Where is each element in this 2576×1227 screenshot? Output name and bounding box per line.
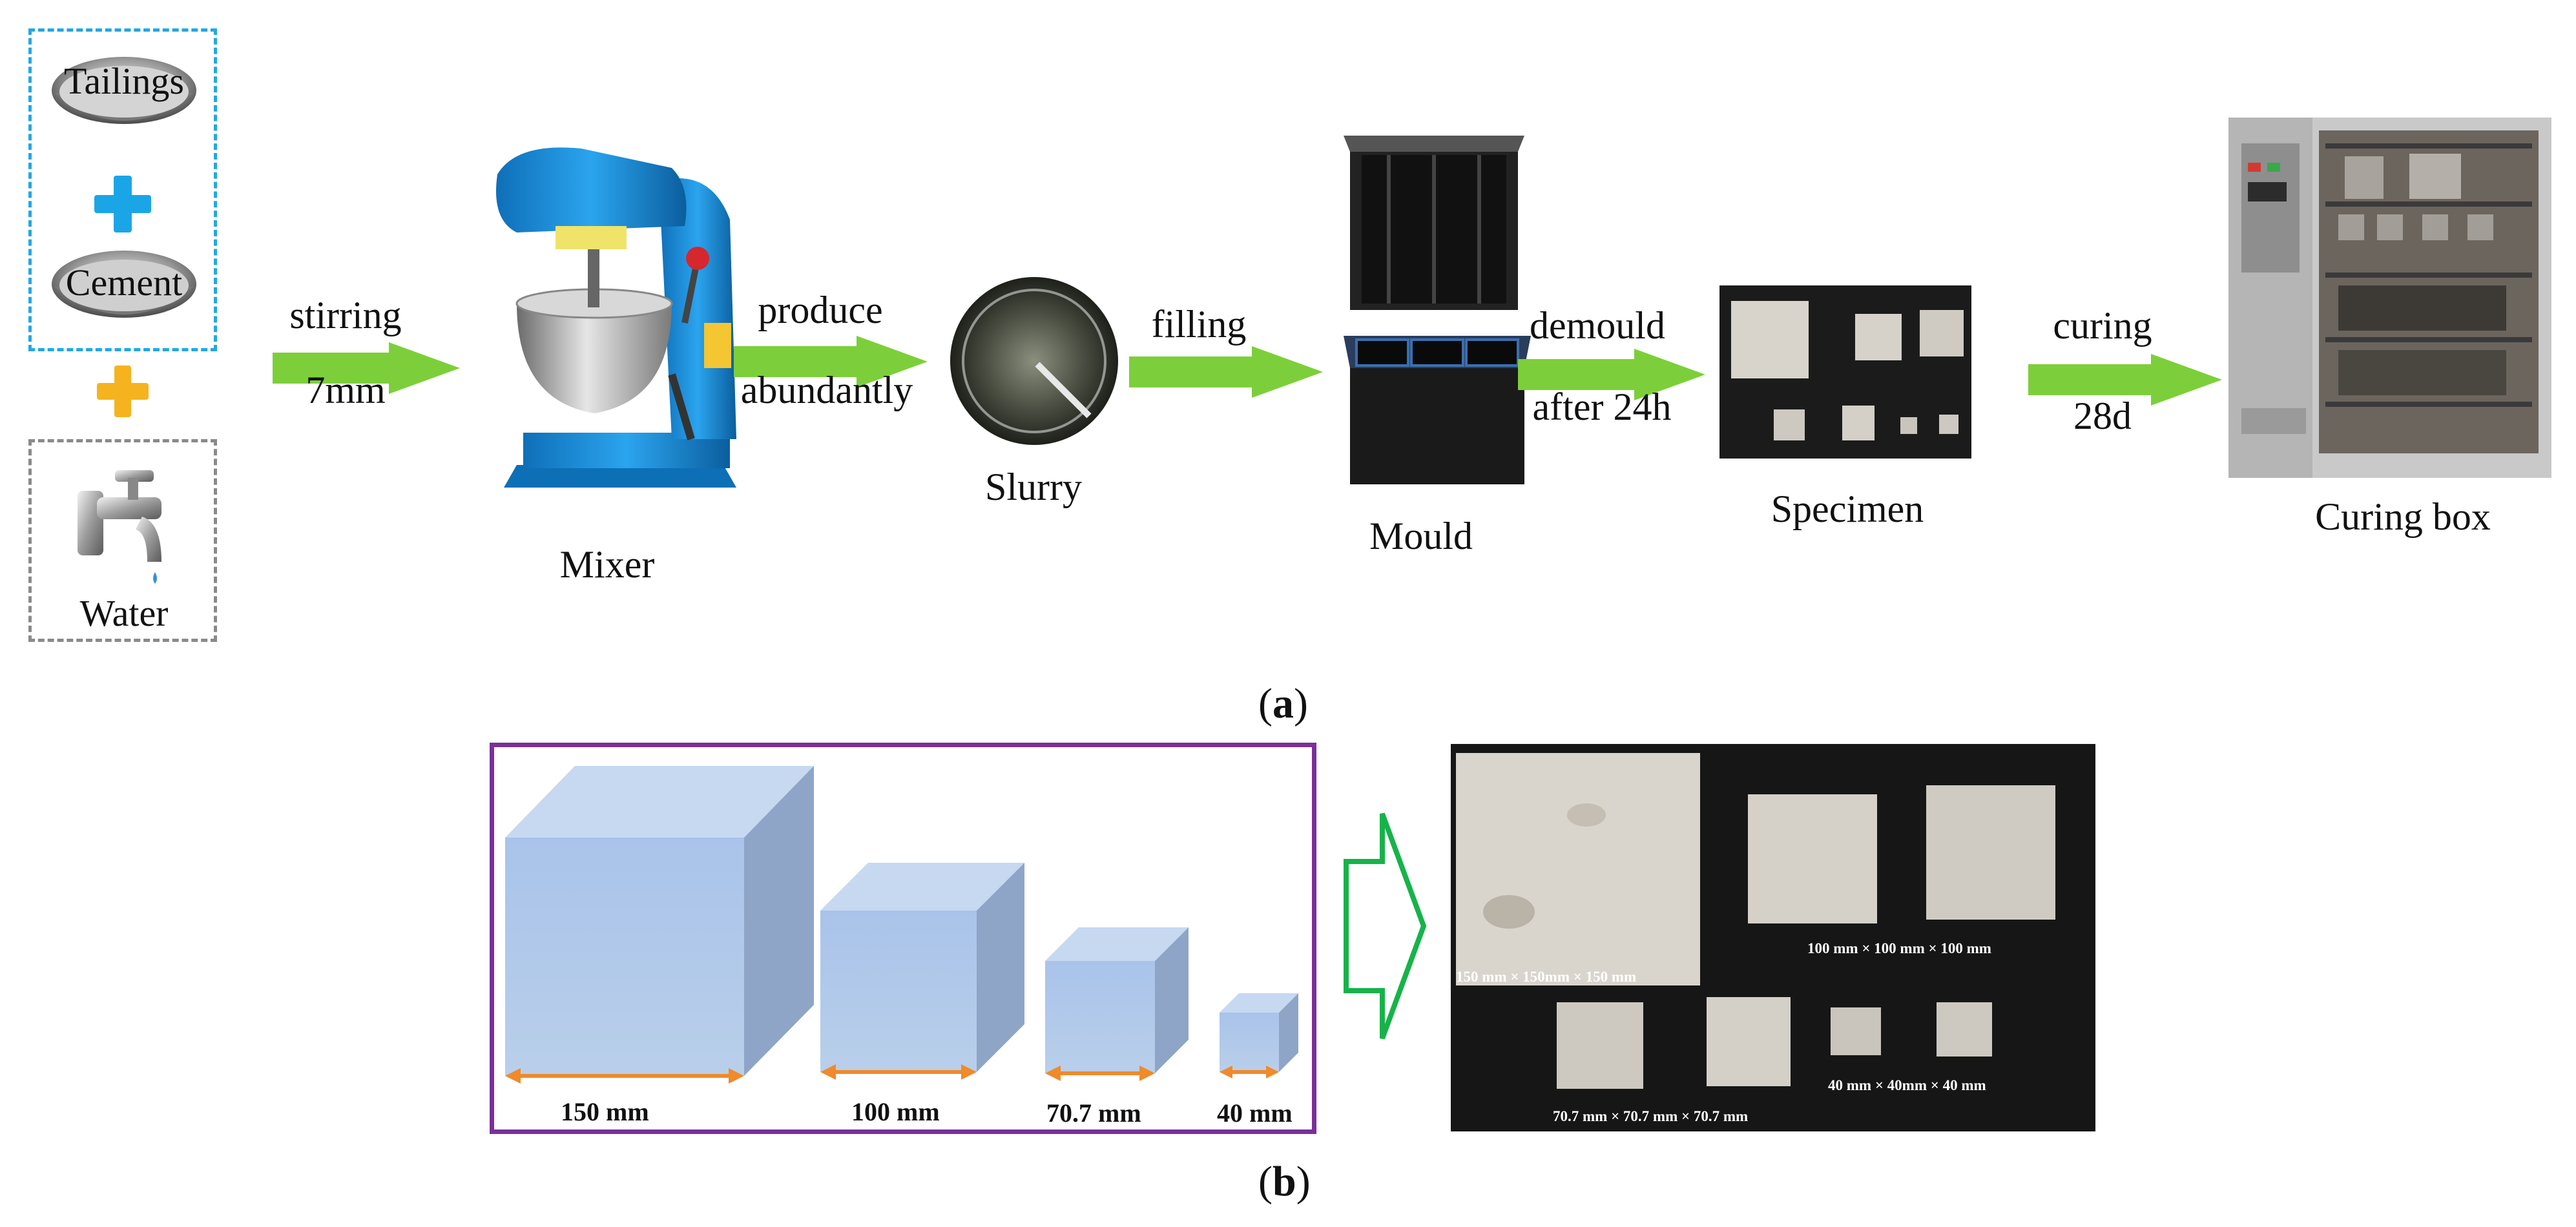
stage-specimen-label: Specimen bbox=[1771, 488, 1924, 530]
tailings-label: Tailings bbox=[63, 60, 185, 102]
water-tap-icon bbox=[78, 470, 161, 584]
cube-size-100: 100 mm bbox=[851, 1097, 940, 1126]
caption-a: (a) bbox=[1258, 680, 1308, 727]
cement-bowl-image bbox=[52, 251, 196, 318]
step-produce-detail: abundantly bbox=[740, 369, 913, 411]
step-produce-label: produce bbox=[758, 289, 883, 331]
tailings-bowl-image bbox=[52, 57, 196, 124]
caption-b: (b) bbox=[1258, 1158, 1311, 1205]
cement-label: Cement bbox=[65, 262, 183, 304]
stage-slurry-label: Slurry bbox=[985, 466, 1082, 508]
step-curing-label: curing bbox=[2053, 304, 2152, 347]
photo-label-150: 150 mm × 150mm × 150 mm bbox=[1456, 969, 1637, 985]
cube-size-150: 150 mm bbox=[561, 1097, 649, 1126]
cube-size-frame bbox=[490, 743, 1316, 1134]
step-stirring-label: stirring bbox=[289, 294, 402, 336]
mould-image bbox=[1344, 136, 1531, 484]
step-curing-time: 28d bbox=[2073, 395, 2132, 437]
water-label: Water bbox=[79, 592, 169, 634]
photo-label-100: 100 mm × 100 mm × 100 mm bbox=[1807, 940, 1991, 956]
arrow-icon bbox=[2028, 354, 2222, 406]
slurry-image bbox=[950, 277, 1118, 445]
stage-mould-label: Mould bbox=[1369, 515, 1473, 557]
stage-curing-box-label: Curing box bbox=[2315, 495, 2491, 538]
plus-icon bbox=[94, 176, 151, 232]
cube-size-diagram bbox=[505, 766, 1298, 1084]
step-demould-time: after 24h bbox=[1532, 386, 1672, 428]
outline-arrow-icon bbox=[1344, 812, 1427, 1040]
curing-box-image bbox=[2228, 118, 2551, 478]
stage-mixer-label: Mixer bbox=[559, 543, 655, 586]
photo-label-40: 40 mm × 40mm × 40 mm bbox=[1828, 1077, 1986, 1093]
cube-size-70-7: 70.7 mm bbox=[1046, 1098, 1141, 1128]
photo-label-70-7: 70.7 mm × 70.7 mm × 70.7 mm bbox=[1553, 1108, 1749, 1124]
arrow-icon bbox=[273, 342, 460, 394]
specimen-photo bbox=[1719, 285, 1971, 459]
step-stirring-time: 7mm bbox=[306, 369, 386, 411]
mixer-image bbox=[496, 147, 736, 488]
cube-size-40: 40 mm bbox=[1217, 1098, 1293, 1128]
arrow-icon bbox=[734, 336, 928, 387]
specimen-photo-large bbox=[1451, 744, 2095, 1131]
step-filling-label: filling bbox=[1151, 303, 1247, 345]
arrow-icon bbox=[1518, 349, 1705, 400]
water-group bbox=[28, 439, 217, 642]
tailings-cement-group bbox=[28, 28, 217, 351]
arrow-icon bbox=[1129, 346, 1323, 398]
plus-icon bbox=[97, 366, 149, 417]
step-demould-label: demould bbox=[1530, 304, 1665, 347]
